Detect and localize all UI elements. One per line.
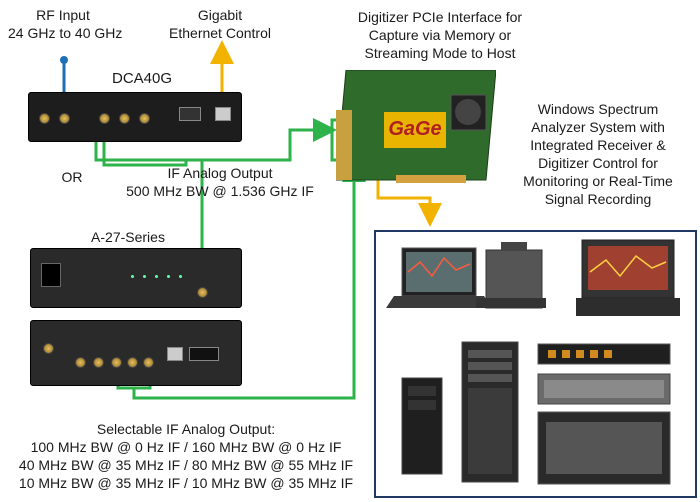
or-label: OR [61, 169, 83, 185]
connector [75, 357, 86, 368]
a27-rear-device [30, 320, 242, 386]
host-systems-illustration [386, 239, 680, 485]
portable-case-icon [476, 242, 546, 309]
led [131, 275, 134, 278]
dca40g-label: DCA40G [111, 70, 173, 87]
a27-serial-port [189, 347, 219, 361]
host-systems-frame [374, 230, 697, 498]
digitizer-host-wire [376, 180, 442, 227]
connector [139, 113, 150, 124]
connector [43, 343, 54, 354]
laptop-icon [386, 247, 492, 308]
led [155, 275, 158, 278]
connector [143, 357, 154, 368]
power-switch [41, 263, 61, 287]
small-tower-icon [401, 377, 443, 475]
led [179, 275, 182, 278]
connector [119, 113, 130, 124]
serial-port [179, 107, 201, 121]
tall-tower-icon [461, 341, 519, 483]
a27-front-device [30, 248, 242, 308]
rack-server-2-icon [537, 373, 671, 405]
led [167, 275, 170, 278]
selectable-if-output-label: Selectable IF Analog Output: 100 MHz BW … [18, 421, 354, 491]
rugged-portable-icon [576, 239, 680, 316]
digitizer-card: GaGe [335, 69, 497, 190]
connector [127, 357, 138, 368]
rf-input-connector [39, 113, 50, 124]
if-output-connector [99, 113, 110, 124]
gage-logo: GaGe [388, 118, 442, 140]
ethernet-port [215, 107, 231, 121]
a27-ethernet-port [167, 347, 183, 361]
rack-server-1-icon [537, 343, 671, 365]
a27-series-label: A-27-Series [91, 229, 165, 245]
connector [93, 357, 104, 368]
connector [197, 287, 208, 298]
digitizer-board-svg [335, 69, 497, 183]
dca40g-device [28, 92, 242, 142]
connector [59, 113, 70, 124]
rack-server-3-icon [537, 411, 671, 485]
connector [111, 357, 122, 368]
led [143, 275, 146, 278]
